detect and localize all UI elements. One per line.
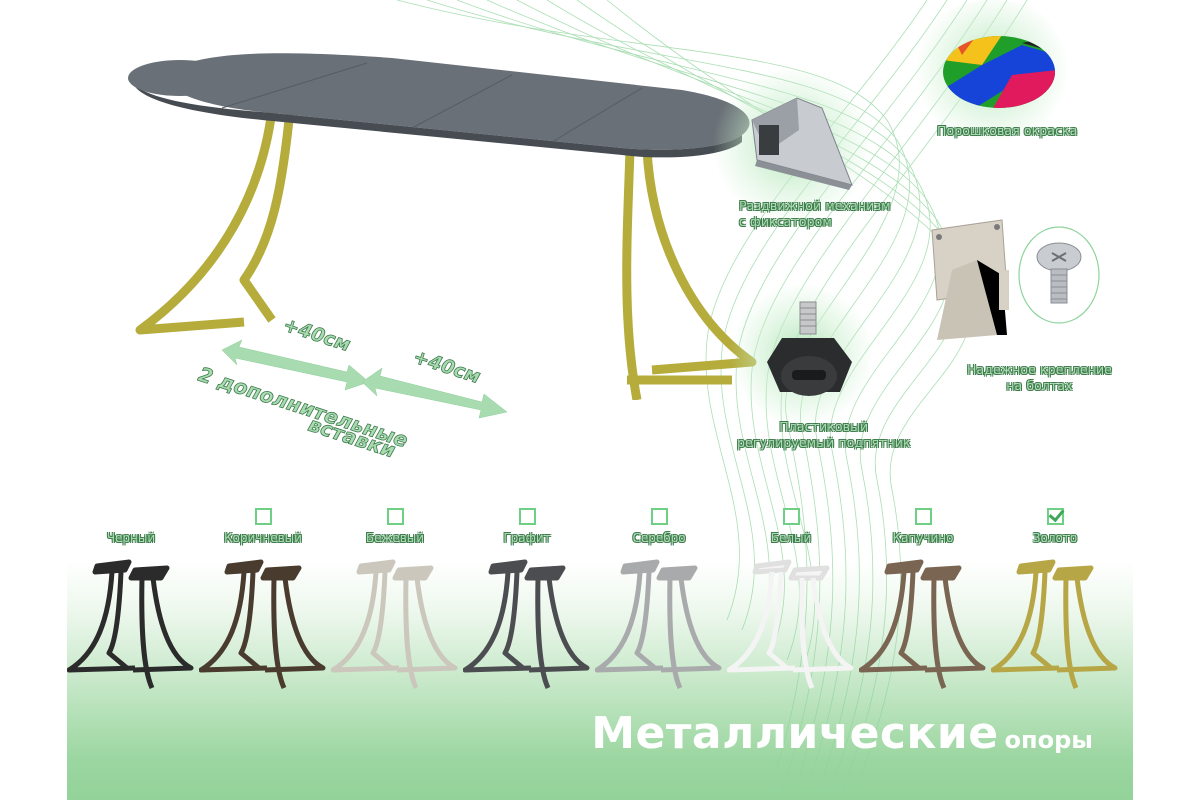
table-leg-silver-icon [595, 559, 722, 690]
color-checkbox-checked[interactable] [1047, 508, 1064, 525]
color-checkbox[interactable] [783, 508, 800, 525]
adjustable-foot-icon [767, 301, 852, 396]
color-options: Черный Коричневый [67, 500, 1133, 700]
title-main: Металлические [591, 708, 999, 759]
color-name: Бежевый [365, 531, 425, 545]
feature-label-line: Пластиковый [779, 419, 869, 434]
table-leg-beige-icon [331, 559, 458, 690]
color-option-silver[interactable]: Серебро [595, 500, 723, 700]
color-checkbox[interactable] [651, 508, 668, 525]
color-option-white[interactable]: Белый [727, 500, 855, 700]
table-leg-graphite-icon [463, 559, 590, 690]
color-checkbox[interactable] [519, 508, 536, 525]
feature-label-line: Раздвижной механизм [739, 198, 891, 213]
table-leg-black-icon [67, 559, 194, 690]
table-leg-left [135, 109, 295, 335]
feature-extension-mechanism: Раздвижной механизм с фиксатором [707, 70, 917, 240]
color-name: Графит [503, 531, 551, 545]
color-checkbox[interactable] [387, 508, 404, 525]
feature-label-line: Порошковая окраска [937, 123, 1078, 138]
mount-plate-icon [931, 219, 1009, 340]
feature-powder-coating: Порошковая окраска [897, 0, 1117, 150]
table-leg-cappuccino-icon [859, 559, 986, 690]
table-illustration [128, 53, 757, 400]
product-banner: +40см +40см 2 дополнительные вставки Раз… [67, 0, 1133, 800]
extension-label-2: +40см [410, 346, 483, 388]
feature-adjustable-foot: Пластиковый регулируемый подпятник [707, 285, 937, 455]
color-name: Белый [770, 531, 812, 545]
feature-label-line: регулируемый подпятник [737, 435, 911, 450]
color-checkbox[interactable] [255, 508, 272, 525]
feature-label-line: на болтах [1006, 378, 1073, 393]
inserts-annotation: +40см +40см 2 дополнительные вставки [197, 313, 508, 463]
powder-coating-icon [943, 36, 1055, 108]
color-name: Золото [1032, 531, 1078, 545]
feature-label-line: с фиксатором [739, 214, 832, 229]
color-option-beige[interactable]: Бежевый [331, 500, 459, 700]
table-leg-white-icon [727, 559, 854, 690]
table-leg-brown-icon [199, 559, 326, 690]
color-option-black[interactable]: Черный [67, 500, 195, 700]
color-name: Серебро [632, 531, 686, 545]
bolt-icon [1018, 226, 1100, 324]
feature-bolt-mount: Надежное крепление на болтах [897, 205, 1127, 400]
extension-mechanism-icon [751, 97, 853, 190]
table-leg-gold-icon [991, 559, 1118, 690]
title-sub: опоры [1004, 726, 1093, 754]
tabletop [128, 53, 750, 158]
extension-arrows-icon [221, 339, 508, 419]
color-name: Черный [106, 531, 156, 545]
feature-label-line: Надежное крепление [967, 362, 1112, 377]
color-option-gold[interactable]: Золото [991, 500, 1119, 700]
color-option-cappuccino[interactable]: Капучино [859, 500, 987, 700]
extension-label-1: +40см [280, 314, 353, 356]
color-name: Коричневый [224, 531, 302, 545]
color-option-graphite[interactable]: Графит [463, 500, 591, 700]
color-option-brown[interactable]: Коричневый [199, 500, 327, 700]
color-name: Капучино [892, 531, 954, 545]
color-checkbox[interactable] [915, 508, 932, 525]
